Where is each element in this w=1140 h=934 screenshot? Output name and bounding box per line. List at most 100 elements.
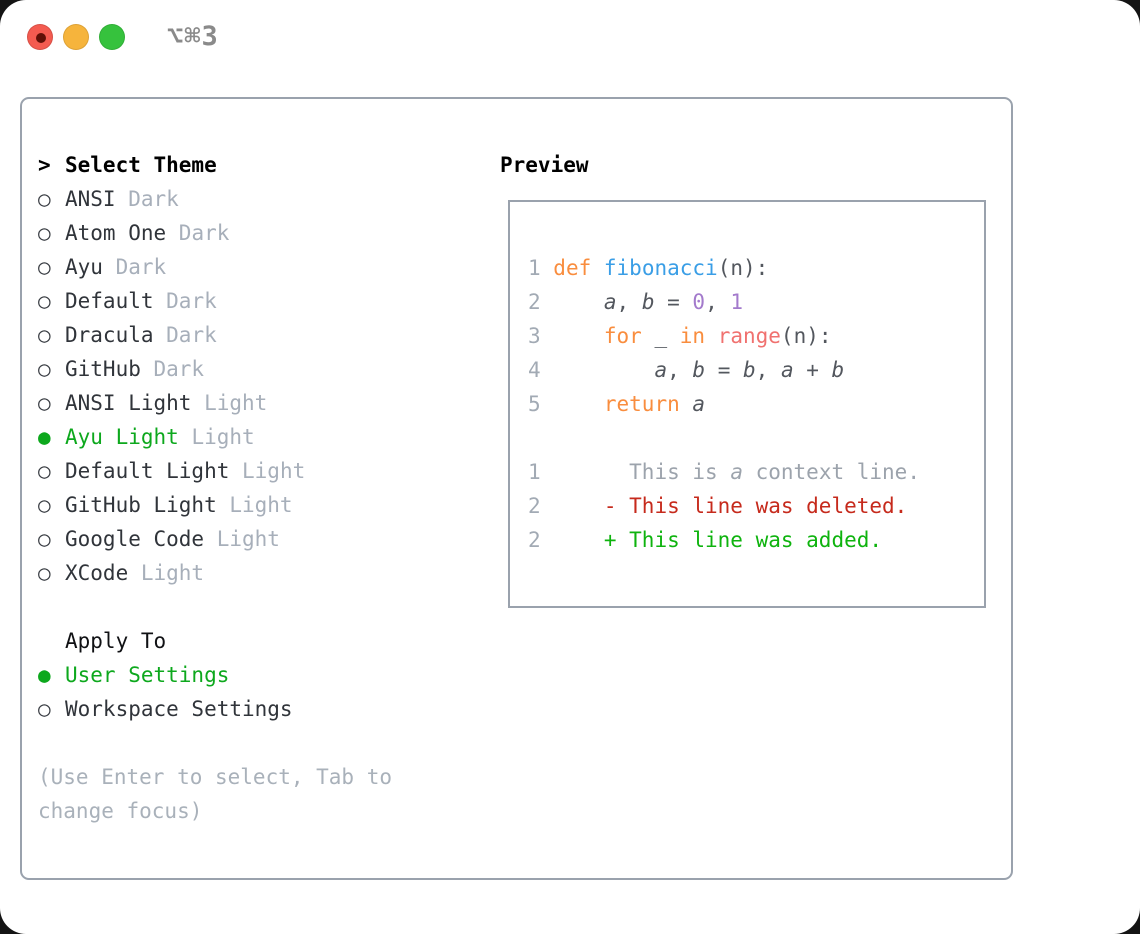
theme-name: Ayu Light <box>65 425 179 449</box>
theme-variant: Light <box>178 425 255 449</box>
close-button[interactable] <box>27 24 53 50</box>
token-plain: , <box>705 290 731 314</box>
apply-option-workspace-settings[interactable]: ○ Workspace Settings <box>38 692 488 726</box>
token-fn: fibonacci <box>603 256 718 280</box>
token-plain <box>553 392 604 416</box>
token-num: 0 <box>692 290 706 314</box>
window-titlebar: ⌥⌘3 <box>0 0 1140 74</box>
token-plain: This is <box>553 460 731 484</box>
theme-name: GitHub <box>65 357 141 381</box>
token-kw: return <box>603 392 680 416</box>
theme-list: ○ANSI Dark○Atom One Dark○Ayu Dark○Defaul… <box>38 182 488 590</box>
token-plain: = <box>705 358 743 382</box>
theme-variant: Dark <box>153 289 217 313</box>
token-plain <box>553 290 604 314</box>
zoom-button[interactable] <box>99 24 125 50</box>
preview-header: Preview <box>500 153 589 177</box>
token-plain <box>553 324 604 348</box>
minimize-button[interactable] <box>63 24 89 50</box>
diff-line-added: 2 + This line was added. <box>528 523 920 557</box>
radio-icon: ○ <box>38 391 51 415</box>
theme-name: Default Light <box>65 459 230 483</box>
token-var: b <box>831 358 845 382</box>
radio-icon: ○ <box>38 221 51 245</box>
token-plain <box>591 256 604 280</box>
token-kw: for <box>603 324 642 348</box>
theme-variant: Dark <box>115 187 179 211</box>
token-var: a <box>654 358 668 382</box>
radio-icon: ○ <box>38 697 51 721</box>
token-plain: _ <box>641 324 680 348</box>
token-call: range <box>717 324 781 348</box>
keyboard-shortcut-label: ⌥⌘3 <box>167 21 219 52</box>
theme-option-google-code[interactable]: ○Google Code Light <box>38 522 488 556</box>
token-plain <box>553 358 654 382</box>
section-spacer <box>38 726 488 760</box>
token-plain: + <box>793 358 832 382</box>
radio-icon: ○ <box>38 357 51 381</box>
code-line: 4 a, b = b, a + b <box>528 353 920 387</box>
theme-option-ayu-light[interactable]: ● Ayu Light Light <box>38 420 488 454</box>
diff-line-context: 1 This is a context line. <box>528 455 920 489</box>
code-line: 3 for _ in range(n): <box>528 319 920 353</box>
theme-option-ansi-light[interactable]: ○ANSI Light Light <box>38 386 488 420</box>
apply-list: ●User Settings ○ Workspace Settings <box>38 658 488 726</box>
token-plain: context line. <box>742 460 920 484</box>
code-line: 1 def fibonacci(n): <box>528 251 920 285</box>
line-number: 4 <box>528 358 554 382</box>
theme-name: ANSI Light <box>65 391 192 415</box>
theme-name: Dracula <box>65 323 154 347</box>
token-plain: , <box>755 358 781 382</box>
token-var: a <box>603 290 617 314</box>
line-number: 1 <box>528 460 554 484</box>
token-plain: (n): <box>717 256 769 280</box>
token-kw: in <box>679 324 706 348</box>
theme-option-default[interactable]: ○Default Dark <box>38 284 488 318</box>
theme-option-github[interactable]: ○GitHub Dark <box>38 352 488 386</box>
apply-option-label: User Settings <box>65 663 230 687</box>
theme-name: GitHub Light <box>65 493 217 517</box>
line-number: 2 <box>528 494 554 518</box>
theme-variant: Dark <box>102 255 167 279</box>
left-column: >Select Theme ○ANSI Dark○Atom One Dark○A… <box>38 148 488 828</box>
apply-option-user-settings[interactable]: ●User Settings <box>38 658 488 692</box>
theme-option-default-light[interactable]: ○Default Light Light <box>38 454 488 488</box>
select-theme-header: > Select Theme <box>38 148 488 182</box>
token-plain: , <box>667 358 693 382</box>
token-plain <box>705 324 718 348</box>
theme-option-ayu[interactable]: ○Ayu Dark <box>38 250 488 284</box>
cursor-arrow-icon: > <box>38 153 51 177</box>
theme-name: Google Code <box>65 527 205 551</box>
theme-option-dracula[interactable]: ○Dracula Dark <box>38 318 488 352</box>
radio-icon: ○ <box>38 289 51 313</box>
token-kw: def <box>553 256 592 280</box>
token-plain: (n): <box>780 324 832 348</box>
unsaved-changes-indicator-icon <box>36 33 46 43</box>
token-var: b <box>641 290 655 314</box>
hint-line: change focus) <box>38 799 203 823</box>
line-number: 3 <box>528 324 554 348</box>
radio-icon: ○ <box>38 493 51 517</box>
code-line: 5 return a <box>528 387 920 421</box>
theme-variant: Dark <box>153 323 217 347</box>
token-var: b <box>692 358 706 382</box>
line-number: 2 <box>528 290 554 314</box>
line-number: 2 <box>528 528 554 552</box>
radio-icon: ○ <box>38 255 51 279</box>
apply-option-label: Workspace Settings <box>65 697 293 721</box>
radio-selected-icon: ● <box>38 425 51 449</box>
theme-option-github-light[interactable]: ○GitHub Light Light <box>38 488 488 522</box>
theme-option-ansi[interactable]: ○ANSI Dark <box>38 182 488 216</box>
theme-name: XCode <box>65 561 129 585</box>
select-theme-title: Select Theme <box>65 153 217 177</box>
line-number: 5 <box>528 392 554 416</box>
radio-icon: ○ <box>38 527 51 551</box>
theme-option-xcode[interactable]: ○XCode Light <box>38 556 488 590</box>
theme-option-atom-one[interactable]: ○Atom One Dark <box>38 216 488 250</box>
line-number: 1 <box>528 256 554 280</box>
token-plain: , <box>616 290 642 314</box>
theme-variant: Light <box>229 459 306 483</box>
token-plain: - This line was deleted. <box>553 494 908 518</box>
